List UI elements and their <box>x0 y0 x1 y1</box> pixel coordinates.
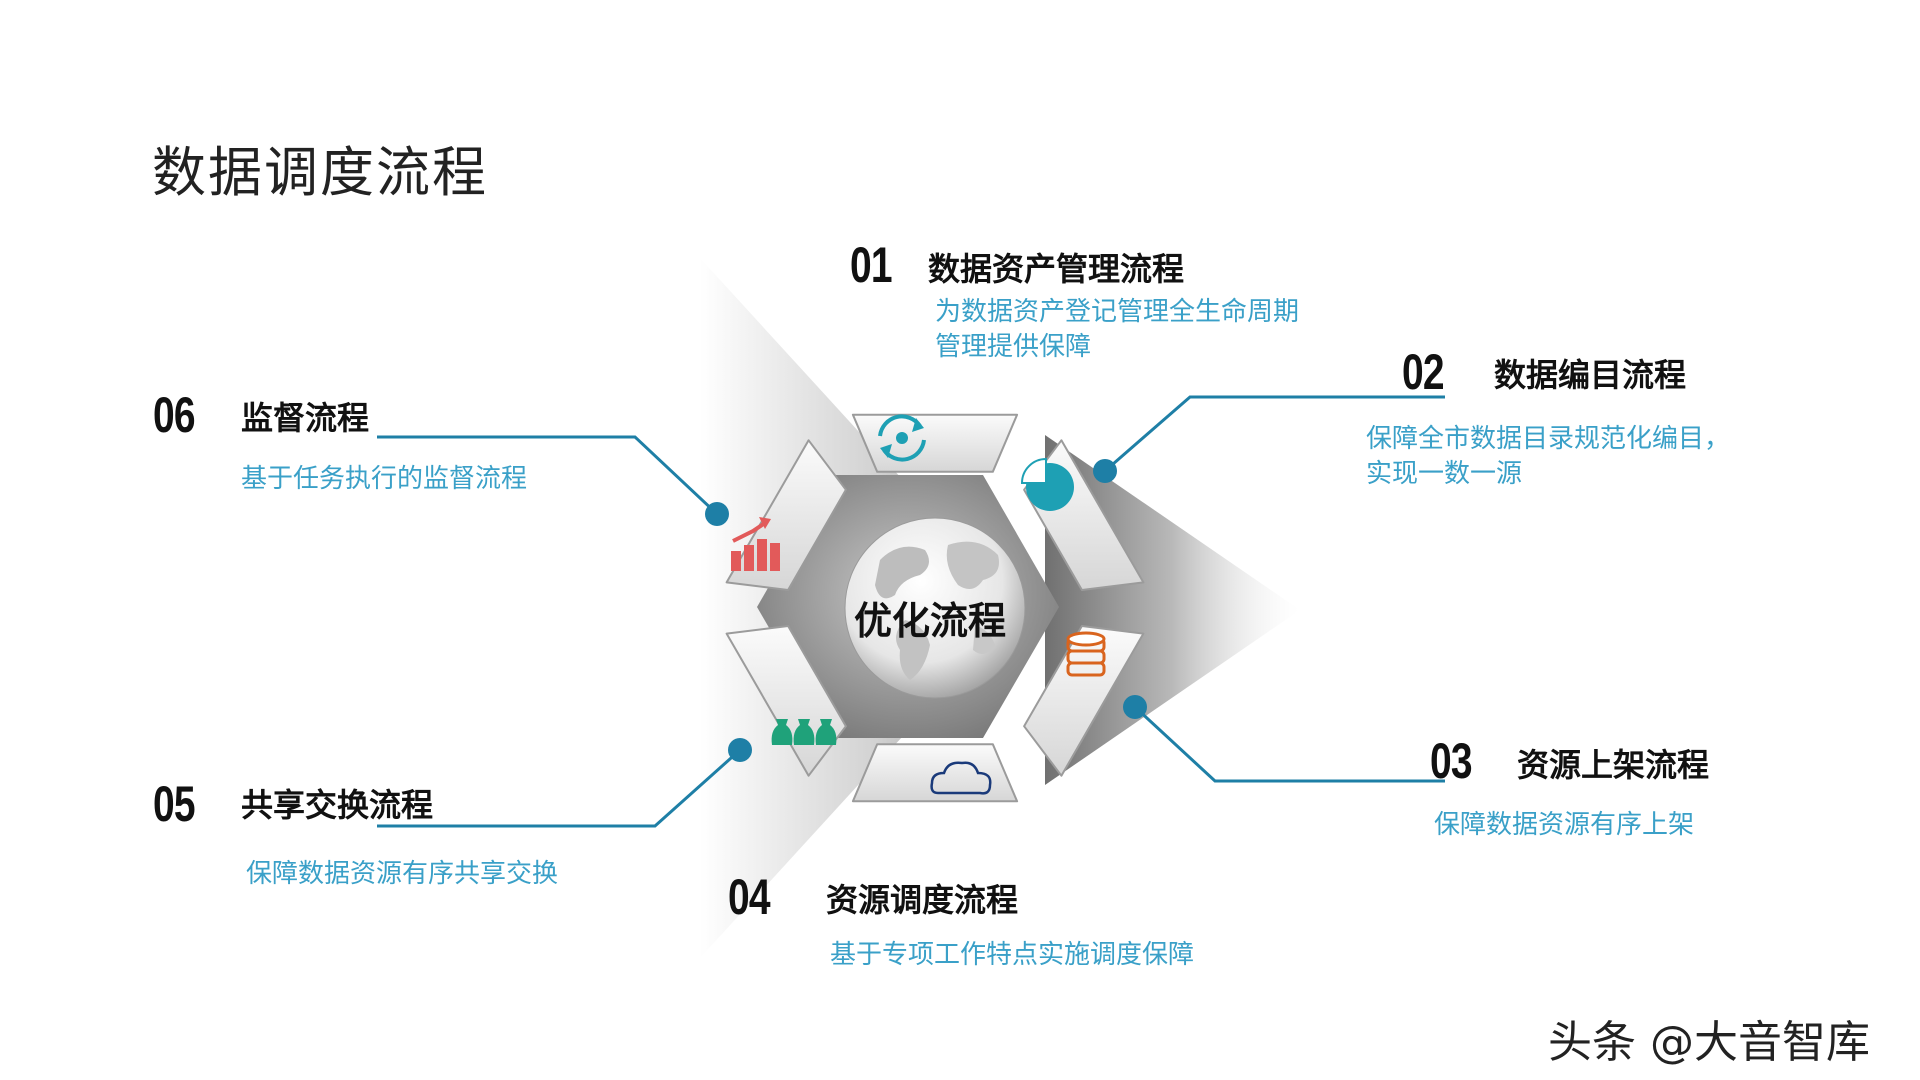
pie-chart-icon <box>1020 457 1074 511</box>
step-01-desc-line-1: 为数据资产登记管理全生命周期 <box>935 297 1300 327</box>
money-bags-icon <box>771 719 837 745</box>
step-06-number: 06 <box>153 387 196 443</box>
center-label: 优化流程 <box>854 598 1007 643</box>
step-05-connector <box>377 748 741 828</box>
step-02-desc-line-2: 实现一数一源 <box>1366 459 1523 489</box>
step-06-connector <box>377 435 719 516</box>
step-03-title: 资源上架流程 <box>1517 746 1710 784</box>
step-02-connector <box>1104 395 1445 473</box>
segment-lower-right <box>1023 625 1145 777</box>
step-04-desc: 基于专项工作特点实施调度保障 <box>830 940 1195 970</box>
step-02-connector-dot <box>1093 459 1117 483</box>
step-05-number: 05 <box>153 776 196 832</box>
step-02-desc-line-1: 保障全市数据目录规范化编目， <box>1366 424 1731 454</box>
step-04-title: 资源调度流程 <box>826 881 1019 919</box>
segment-icons <box>731 414 1106 795</box>
step-05-desc: 保障数据资源有序共享交换 <box>246 859 559 889</box>
sync-icon <box>878 414 926 462</box>
step-01-number: 01 <box>850 237 893 293</box>
step-02-desc: 保障全市数据目录规范化编目， 实现一数一源 <box>1366 422 1786 492</box>
step-01-title: 数据资产管理流程 <box>928 250 1185 288</box>
step-06-connector-dot <box>705 502 729 526</box>
cloud-icon <box>930 761 992 795</box>
connector-lines <box>377 395 1445 828</box>
step-03-number: 03 <box>1430 733 1473 789</box>
segment-top <box>851 413 1019 473</box>
step-03-desc: 保障数据资源有序上架 <box>1434 810 1695 840</box>
step-01-desc: 为数据资产登记管理全生命周期 管理提供保障 <box>935 295 1355 365</box>
growth-chart-icon <box>731 517 780 571</box>
step-01-desc-line-2: 管理提供保障 <box>935 332 1092 362</box>
step-06-title: 监督流程 <box>241 399 370 437</box>
globe <box>844 517 1026 699</box>
step-04-number: 04 <box>728 869 771 925</box>
segment-bottom <box>851 743 1019 803</box>
step-02-number: 02 <box>1402 344 1445 400</box>
step-05-title: 共享交换流程 <box>241 786 434 824</box>
step-05-connector-dot <box>728 738 752 762</box>
step-06-desc: 基于任务执行的监督流程 <box>241 464 528 494</box>
step-03-connector-dot <box>1123 695 1147 719</box>
segment-upper-left <box>725 439 847 591</box>
watermark: 头条 @大音智库 <box>1548 1017 1870 1068</box>
page-title: 数据调度流程 <box>152 141 488 204</box>
step-03-connector <box>1133 705 1445 783</box>
database-icon <box>1066 631 1106 677</box>
step-02-title: 数据编目流程 <box>1494 356 1687 394</box>
